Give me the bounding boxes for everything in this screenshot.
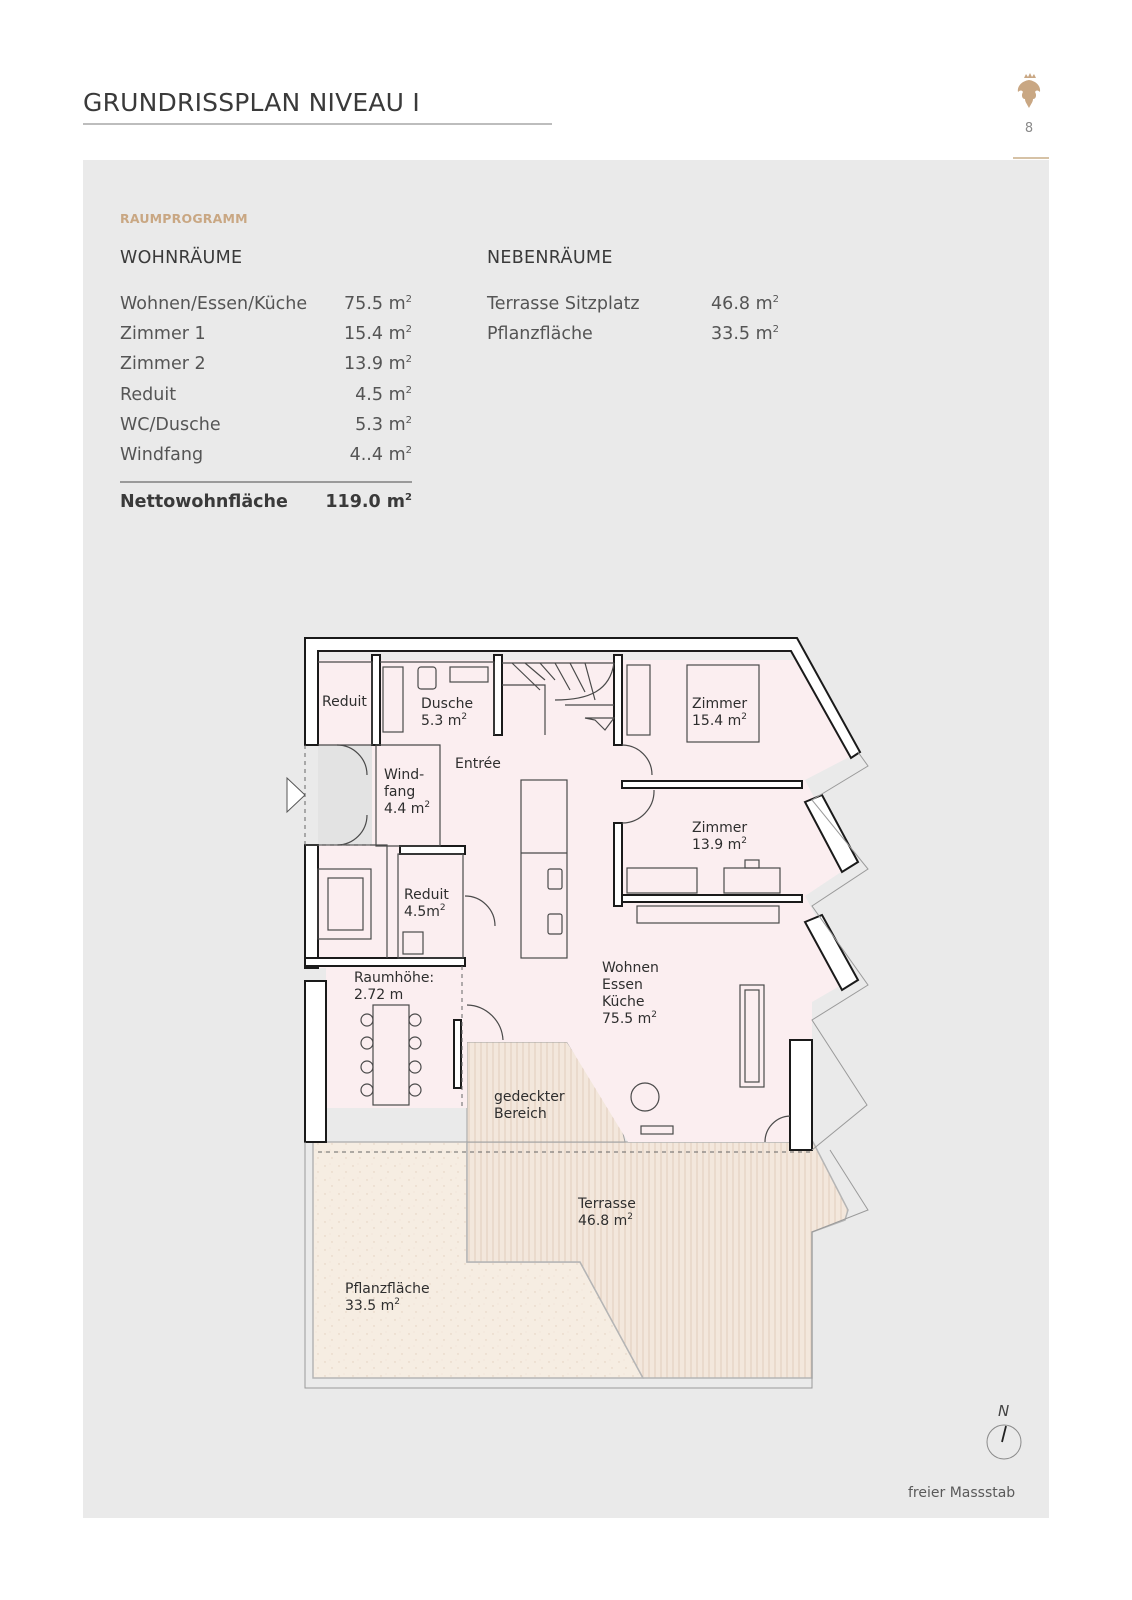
entrance-marker-icon <box>286 776 306 814</box>
total-label: Nettowohnfläche <box>120 492 288 512</box>
plan-label-wohnen-3: Küche <box>602 994 645 1010</box>
plan-label-pflanz-area: 33.5 m2 <box>345 1297 400 1314</box>
room-name: Terrasse Sitzplatz <box>487 294 640 314</box>
scale-note: freier Massstab <box>908 1485 1016 1501</box>
plan-label-raumhoehe-2: 2.72 m <box>354 987 403 1003</box>
title-underline <box>83 123 552 125</box>
plan-label-windfang-2: fang <box>384 784 415 800</box>
room-name: WC/Dusche <box>120 415 221 435</box>
plan-label-reduit2: Reduit <box>404 887 449 903</box>
room-name: Wohnen/Essen/Küche <box>120 294 308 314</box>
plan-label-zimmer1: Zimmer <box>692 696 747 712</box>
plan-label-zimmer1-area: 15.4 m2 <box>692 712 747 729</box>
plan-label-wohnen-area: 75.5 m2 <box>602 1010 657 1027</box>
logo-divider <box>1013 157 1049 159</box>
north-arrow-icon <box>986 1424 1022 1460</box>
plan-label-windfang-area: 4.4 m2 <box>384 800 430 817</box>
plan-label-raumhoehe-1: Raumhöhe: <box>354 970 434 986</box>
room-area: 4..4 m2 <box>349 445 412 465</box>
plan-label-reduit: Reduit <box>322 694 367 710</box>
room-area: 4.5 m2 <box>355 385 412 405</box>
room-area: 75.5 m2 <box>344 294 412 314</box>
room-name: Windfang <box>120 445 204 465</box>
page-title: GRUNDRISSPLAN NIVEAU I <box>83 88 420 117</box>
room-area: 33.5 m2 <box>711 324 779 344</box>
plan-label-wohnen-2: Essen <box>602 977 643 993</box>
compass-north-label: N <box>998 1402 1010 1420</box>
room-name: Zimmer 1 <box>120 324 206 344</box>
plan-label-terrasse: Terrasse <box>577 1196 636 1212</box>
plan-label-gedeckter-2: Bereich <box>494 1106 547 1122</box>
room-area: 46.8 m2 <box>711 294 779 314</box>
room-area: 5.3 m2 <box>355 415 412 435</box>
room-name: Pflanzfläche <box>487 324 593 344</box>
total-value: 119.0 m2 <box>325 492 412 512</box>
room-area: 13.9 m2 <box>344 354 412 374</box>
plan-label-zimmer2: Zimmer <box>692 820 747 836</box>
brand-logo-icon <box>1017 73 1041 108</box>
plan-label-pflanz: Pflanzfläche <box>345 1281 430 1297</box>
plan-label-windfang-1: Wind- <box>384 767 424 783</box>
plan-label-zimmer2-area: 13.9 m2 <box>692 836 747 853</box>
plan-label-gedeckter-1: gedeckter <box>494 1089 565 1105</box>
plan-label-wohnen-1: Wohnen <box>602 960 659 976</box>
plan-label-dusche-area: 5.3 m2 <box>421 712 467 729</box>
plan-label-reduit2-area: 4.5m2 <box>404 903 446 920</box>
room-name: Zimmer 2 <box>120 354 206 374</box>
room-name: Reduit <box>120 385 177 405</box>
plan-label-terrasse-area: 46.8 m2 <box>578 1212 633 1229</box>
plan-label-entree: Entrée <box>455 756 501 772</box>
page-number: 8 <box>1024 121 1034 136</box>
room-area: 15.4 m2 <box>344 324 412 344</box>
wohnraeume-heading: WOHNRÄUME <box>120 248 243 268</box>
plan-label-dusche: Dusche <box>421 696 473 712</box>
nebenraeume-heading: NEBENRÄUME <box>487 248 613 268</box>
total-divider <box>120 481 412 483</box>
section-overline: RAUMPROGRAMM <box>120 211 248 226</box>
